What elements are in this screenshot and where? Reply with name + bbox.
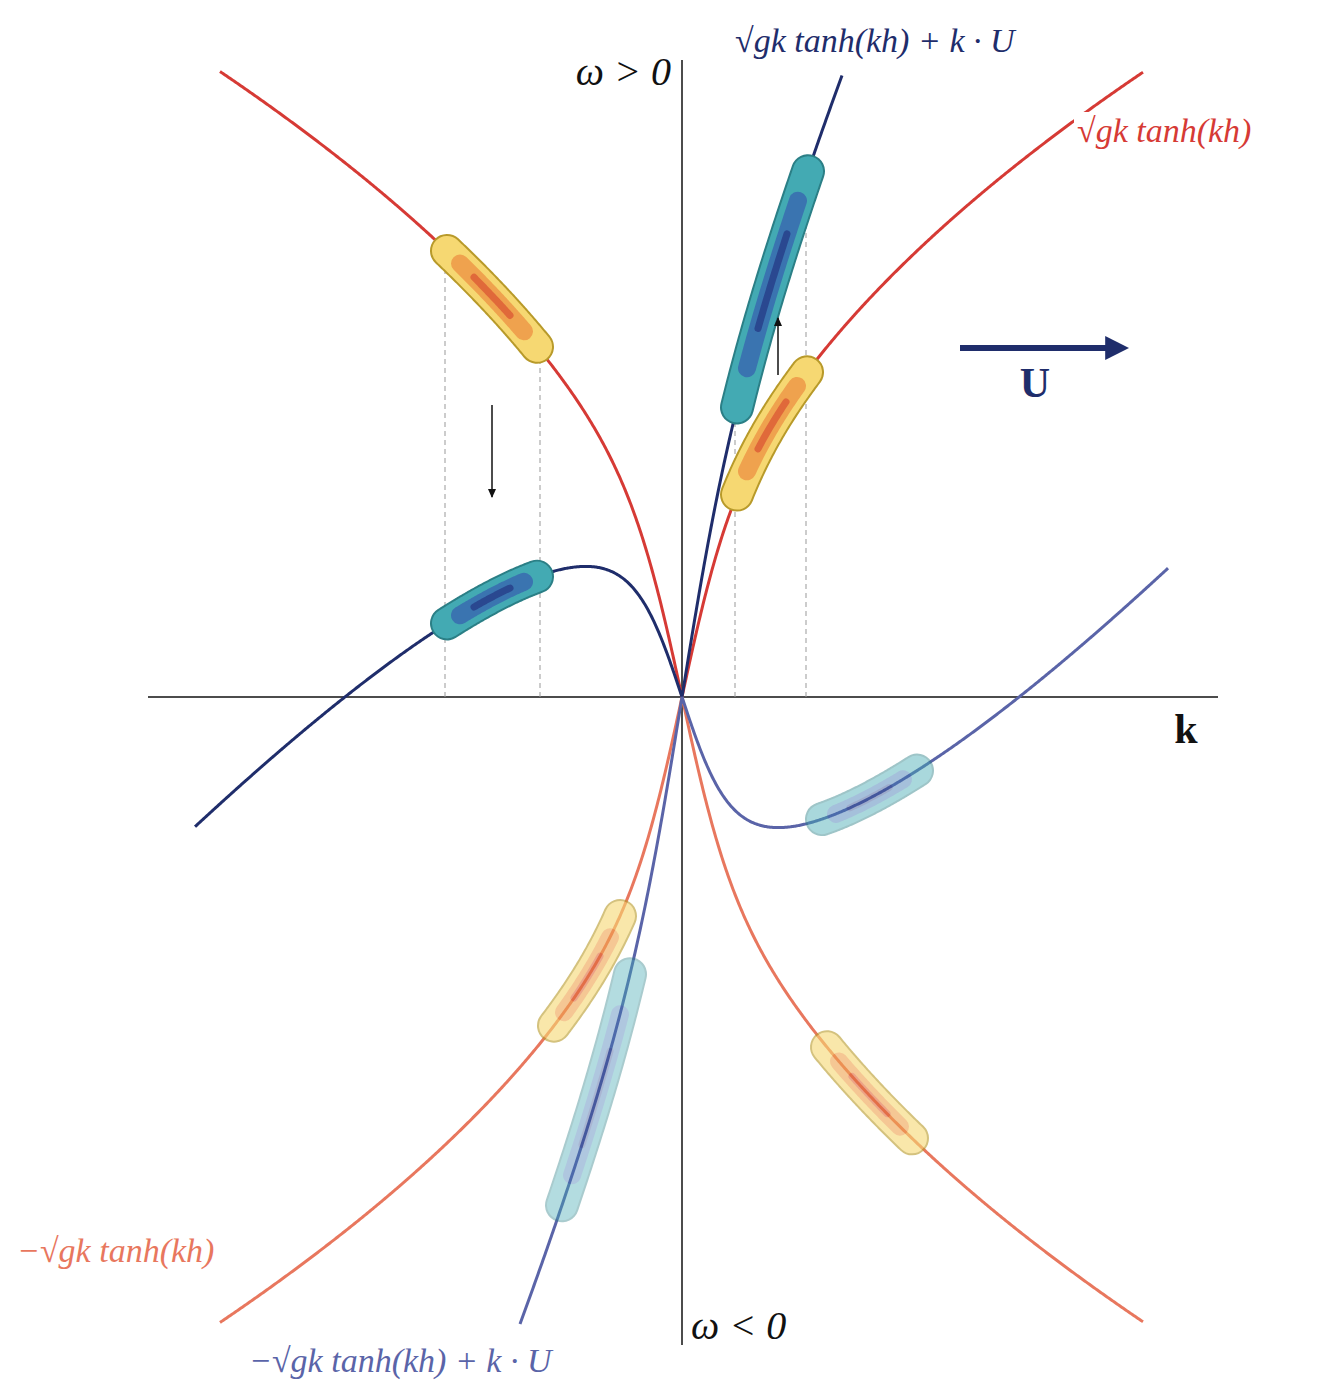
blob-layer: [582, 1051, 610, 1144]
curve-label: √gk tanh(kh): [1074, 112, 1254, 149]
axis-label: ω < 0: [688, 1304, 789, 1348]
blob-layer: [460, 263, 524, 331]
blob-layer: [447, 577, 537, 624]
shift-arrow: [491, 405, 493, 497]
axis-label: ω > 0: [573, 50, 674, 94]
dashed-guide: [806, 177, 807, 697]
blob-layer: [827, 1047, 912, 1138]
dispersion-curve: [220, 697, 1143, 1322]
blob-layer: [447, 251, 537, 347]
spectrum-blob: [447, 577, 537, 624]
blob-layer: [758, 402, 786, 449]
blob-layer: [564, 937, 610, 1012]
blob-layer: [474, 588, 510, 607]
spectrum-blob: [822, 771, 917, 819]
blob-layer: [562, 974, 630, 1205]
blob-layer: [447, 251, 537, 347]
vector-label: U: [1017, 360, 1053, 406]
curve-label: −√gk tanh(kh): [14, 1232, 217, 1269]
blob-layer: [827, 1047, 912, 1138]
spectrum-blob: [827, 1047, 912, 1138]
blob-layer: [852, 1076, 887, 1113]
doppler-curve: [195, 75, 842, 826]
shift-arrow: [777, 318, 779, 375]
spectrum-blob: [737, 171, 808, 407]
dashed-guide: [540, 351, 541, 697]
blob-layer: [822, 771, 917, 819]
blob-layer: [572, 1014, 620, 1175]
blob-layer: [747, 201, 798, 369]
axis-label: k: [1171, 706, 1200, 752]
spectrum-blob: [562, 974, 630, 1205]
current-arrow: [960, 345, 1122, 351]
blob-layer: [839, 1061, 900, 1126]
blob-layer: [836, 779, 903, 814]
blob-layer: [822, 771, 917, 819]
blob-layer: [737, 171, 808, 407]
blob-layer: [574, 956, 600, 998]
blob-layer: [737, 171, 808, 407]
blob-layer: [474, 277, 510, 315]
curve-label: √gk tanh(kh) + k · U: [732, 22, 1018, 59]
doppler-curve: [520, 568, 1168, 1324]
spectrum-blob: [447, 251, 537, 347]
dispersion-curve: [220, 72, 1143, 697]
blob-layer: [758, 234, 787, 329]
blob-layer: [447, 577, 537, 624]
curve-label: −√gk tanh(kh) + k · U: [246, 1342, 554, 1379]
blob-layer: [850, 788, 889, 808]
blob-layer: [562, 974, 630, 1205]
blob-layer: [460, 582, 524, 616]
